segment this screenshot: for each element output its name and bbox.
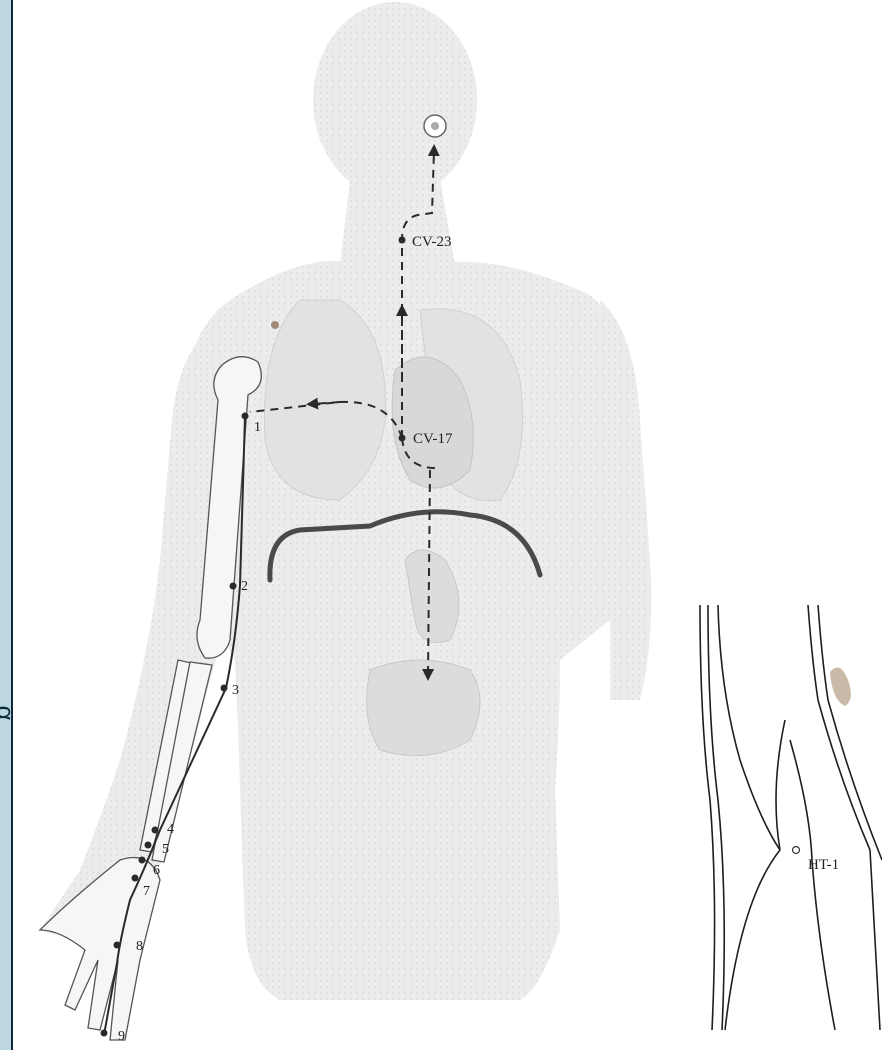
inset-line-i — [870, 850, 880, 1030]
point-6-dot — [139, 857, 146, 864]
point-1-label: 1 — [254, 420, 261, 435]
body-silhouette — [40, 2, 651, 1000]
point-3-label: 3 — [232, 683, 239, 698]
eye-target — [424, 115, 446, 137]
point-4-label: 4 — [167, 822, 174, 837]
cv-17-dot — [399, 435, 406, 442]
cv-23-label: CV-23 — [412, 234, 451, 250]
point-5-dot — [145, 842, 152, 849]
armpit-inset — [700, 605, 882, 1030]
head-shape — [313, 2, 477, 198]
cv-23-dot — [399, 237, 406, 244]
neck-shape — [340, 180, 455, 265]
right-arm-shape — [600, 300, 651, 700]
inset-line-e — [776, 720, 785, 850]
point-8-dot — [114, 942, 121, 949]
inset-line-f — [808, 605, 870, 850]
stain-dot — [271, 321, 279, 329]
point-9-dot — [101, 1030, 108, 1037]
inset-line-a — [700, 605, 715, 1030]
intestines-shape — [367, 660, 480, 756]
point-8-label: 8 — [136, 939, 143, 954]
inset-line-d — [725, 850, 780, 1030]
ht-1-label: HT-1 — [808, 857, 839, 873]
point-6-label: 6 — [153, 863, 160, 878]
point-3-dot — [221, 685, 228, 692]
left-lung — [264, 300, 385, 500]
point-4-dot — [152, 827, 159, 834]
point-2-label: 2 — [241, 579, 248, 594]
cv-17-label: CV-17 — [413, 431, 453, 447]
point-7-dot — [132, 875, 139, 882]
stain-mark — [830, 668, 851, 707]
point-7-label: 7 — [143, 884, 150, 899]
point-2-dot — [230, 583, 237, 590]
point-5-label: 5 — [162, 842, 169, 857]
inset-line-c — [718, 605, 780, 850]
point-1-dot — [242, 413, 249, 420]
ht-1-dot — [793, 847, 800, 854]
point-9-label: 9 — [118, 1029, 125, 1044]
inset-line-h — [790, 740, 835, 1030]
